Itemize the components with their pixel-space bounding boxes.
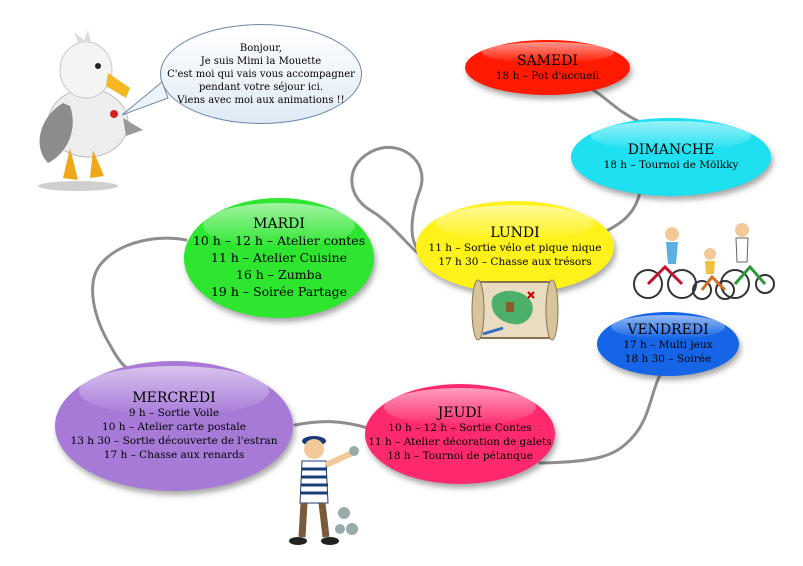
node-title: MERCREDI xyxy=(132,390,216,406)
petanque-player-image xyxy=(282,425,368,553)
node-line: 19 h – Soirée Partage xyxy=(210,284,348,299)
speech-bubble: Bonjour, Je suis Mimi la Mouette C'est m… xyxy=(160,24,362,124)
node-line: 10 h – 12 h – Atelier contes xyxy=(192,233,366,248)
bubble-line: C'est moi qui vais vous accompagner xyxy=(167,68,355,80)
node-line: 16 h – Zumba xyxy=(235,267,323,282)
node-line: 10 h – Atelier carte postale xyxy=(102,421,246,433)
node-line: 18 h – Pot d'accueil xyxy=(495,69,600,82)
node-line: 17 h – Chasse aux renards xyxy=(103,449,245,461)
node-line: 13 h 30 – Sortie découverte de l'estran xyxy=(70,435,278,447)
node-line: 18 h – Tournoi de pétanque xyxy=(387,450,533,462)
node-title: SAMEDI xyxy=(516,52,578,69)
speech-bubble-tail xyxy=(121,81,169,116)
family-cycling-image xyxy=(630,222,775,304)
bubble-line: Viens avec moi aux animations !! xyxy=(177,94,345,106)
bubble-line: Je suis Mimi la Mouette xyxy=(200,55,322,67)
seagull-mascot-image xyxy=(8,18,148,193)
node-mardi: MARDI 10 h – 12 h – Atelier contes 11 h … xyxy=(184,198,374,318)
node-line: 11 h – Sortie vélo et pique nique xyxy=(428,242,602,254)
node-title: MARDI xyxy=(253,216,305,232)
node-line: 10 h – 12 h – Sortie Contes xyxy=(388,422,532,434)
node-jeudi: JEUDI 10 h – 12 h – Sortie Contes 11 h –… xyxy=(365,384,555,484)
node-line: 18 h – Tournoi de Mölkky xyxy=(603,159,739,171)
node-line: 17 h – Multi jeux xyxy=(623,339,713,351)
node-line: 11 h – Atelier Cuisine xyxy=(210,250,348,265)
node-samedi: SAMEDI 18 h – Pot d'accueil xyxy=(465,40,630,95)
bubble-line: Bonjour, xyxy=(239,42,283,54)
node-title: VENDREDI xyxy=(627,322,709,338)
node-dimanche: DIMANCHE 18 h – Tournoi de Mölkky xyxy=(571,118,771,196)
node-vendredi: VENDREDI 17 h – Multi jeux 18 h 30 – Soi… xyxy=(597,312,739,376)
node-line: 9 h – Sortie Voile xyxy=(128,407,220,419)
node-title: JEUDI xyxy=(437,405,483,421)
node-line: 11 h – Atelier décoration de galets xyxy=(368,436,552,448)
bubble-line: pendant votre séjour ici. xyxy=(198,81,324,93)
node-line: 18 h 30 – Soirée xyxy=(624,353,712,365)
node-title: DIMANCHE xyxy=(627,142,715,158)
node-line: 17 h 30 – Chasse aux trésors xyxy=(438,256,592,268)
treasure-map-image xyxy=(468,272,564,350)
node-title: LUNDI xyxy=(490,225,540,241)
node-mercredi: MERCREDI 9 h – Sortie Voile 10 h – Ateli… xyxy=(55,361,293,491)
